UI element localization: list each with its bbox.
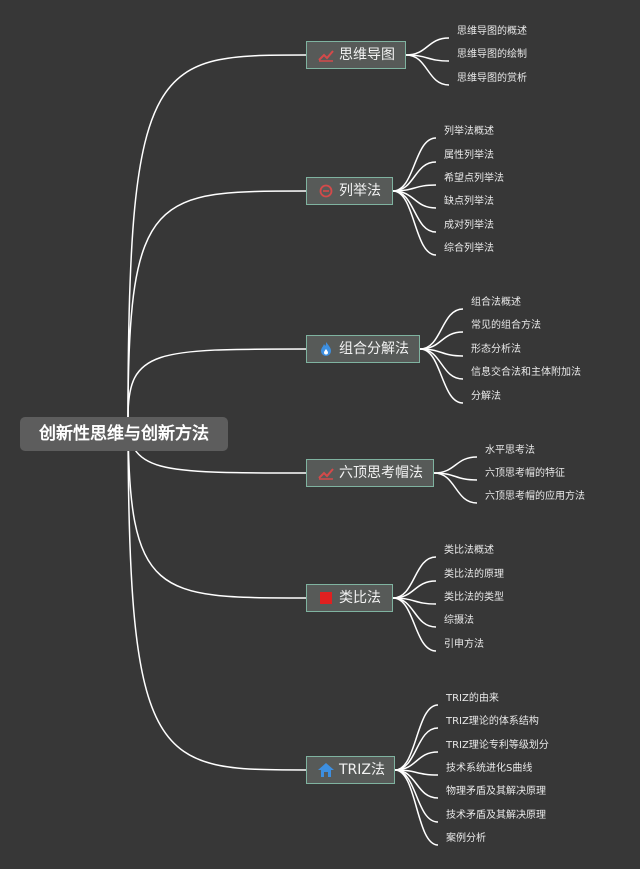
leaf-topic[interactable]: 常见的组合方法 — [471, 320, 541, 331]
leaf-topic[interactable]: 技术矛盾及其解决原理 — [446, 810, 546, 821]
leaf-topic[interactable]: 六顶思考帽的应用方法 — [485, 491, 585, 502]
leaf-connector — [392, 556, 437, 599]
leaf-topic[interactable]: TRIZ理论专利等级划分 — [446, 740, 549, 751]
red-square-icon — [320, 592, 332, 604]
branch-label: 组合分解法 — [339, 341, 409, 357]
leaf-topic[interactable]: 希望点列举法 — [444, 173, 504, 184]
leaf-connector — [433, 472, 478, 504]
branch-connector — [127, 348, 307, 418]
flame-icon — [321, 342, 331, 356]
leaf-connector — [405, 37, 450, 56]
leaf-topic[interactable]: 思维导图的绘制 — [457, 49, 527, 60]
branch-triz[interactable]: TRIZ法 — [306, 756, 395, 784]
leaf-topic[interactable]: 类比法的类型 — [444, 592, 504, 603]
leaf-topic[interactable]: 综摄法 — [444, 615, 474, 626]
branch-enumeration[interactable]: 列举法 — [306, 177, 393, 205]
leaf-topic[interactable]: 缺点列举法 — [444, 196, 494, 207]
leaf-topic[interactable]: 案例分析 — [446, 833, 486, 844]
leaf-topic[interactable]: 属性列举法 — [444, 150, 494, 161]
leaf-topic[interactable]: 引申方法 — [444, 639, 484, 650]
leaf-connector — [394, 769, 439, 846]
branch-connector — [127, 54, 307, 418]
leaf-topic[interactable]: TRIZ的由来 — [446, 693, 499, 704]
branch-label: 六顶思考帽法 — [339, 465, 423, 481]
leaf-connector — [419, 348, 464, 404]
chart-line-icon — [318, 50, 334, 62]
leaf-topic[interactable]: 类比法的原理 — [444, 569, 504, 580]
leaf-connector — [392, 580, 437, 599]
leaf-topic[interactable]: 思维导图的概述 — [457, 26, 527, 37]
leaf-topic[interactable]: 六顶思考帽的特征 — [485, 468, 565, 479]
leaf-connector — [392, 137, 437, 192]
branch-label: 类比法 — [339, 590, 381, 606]
root-topic[interactable]: 创新性思维与创新方法 — [20, 417, 228, 451]
leaf-topic[interactable]: 列举法概述 — [444, 126, 494, 137]
chart-line-icon — [318, 468, 334, 480]
leaf-connector — [419, 308, 464, 350]
branch-six-hats[interactable]: 六顶思考帽法 — [306, 459, 434, 487]
branch-combination[interactable]: 组合分解法 — [306, 335, 420, 363]
leaf-topic[interactable]: 形态分析法 — [471, 344, 521, 355]
branch-connector — [127, 416, 307, 599]
house-icon — [318, 763, 334, 777]
leaf-topic[interactable]: 水平思考法 — [485, 445, 535, 456]
leaf-connector — [392, 597, 437, 652]
branch-connector — [127, 190, 307, 418]
branch-label: TRIZ法 — [339, 762, 385, 778]
branch-label: 列举法 — [339, 183, 381, 199]
branch-label: 思维导图 — [339, 47, 395, 63]
circle-badge-icon — [319, 184, 333, 198]
branch-connector — [127, 416, 307, 771]
branch-mind-map[interactable]: 思维导图 — [306, 41, 406, 69]
leaf-topic[interactable]: 物理矛盾及其解决原理 — [446, 786, 546, 797]
leaf-connector — [405, 54, 450, 86]
leaf-topic[interactable]: 技术系统进化S曲线 — [446, 763, 533, 774]
leaf-connector — [392, 184, 437, 192]
leaf-connector — [394, 769, 439, 823]
leaf-topic[interactable]: 综合列举法 — [444, 243, 494, 254]
leaf-connector — [433, 456, 478, 474]
leaf-topic[interactable]: 思维导图的赏析 — [457, 73, 527, 84]
leaf-topic[interactable]: TRIZ理论的体系结构 — [446, 716, 539, 727]
branch-analogy[interactable]: 类比法 — [306, 584, 393, 612]
leaf-connector — [419, 331, 464, 350]
leaf-topic[interactable]: 组合法概述 — [471, 297, 521, 308]
leaf-connector — [394, 727, 439, 771]
leaf-topic[interactable]: 信息交合法和主体附加法 — [471, 367, 581, 378]
leaf-connector — [392, 190, 437, 233]
leaf-topic[interactable]: 类比法概述 — [444, 545, 494, 556]
leaf-connector — [392, 190, 437, 256]
leaf-topic[interactable]: 成对列举法 — [444, 220, 494, 231]
leaf-topic[interactable]: 分解法 — [471, 391, 501, 402]
leaf-connector — [394, 704, 439, 771]
